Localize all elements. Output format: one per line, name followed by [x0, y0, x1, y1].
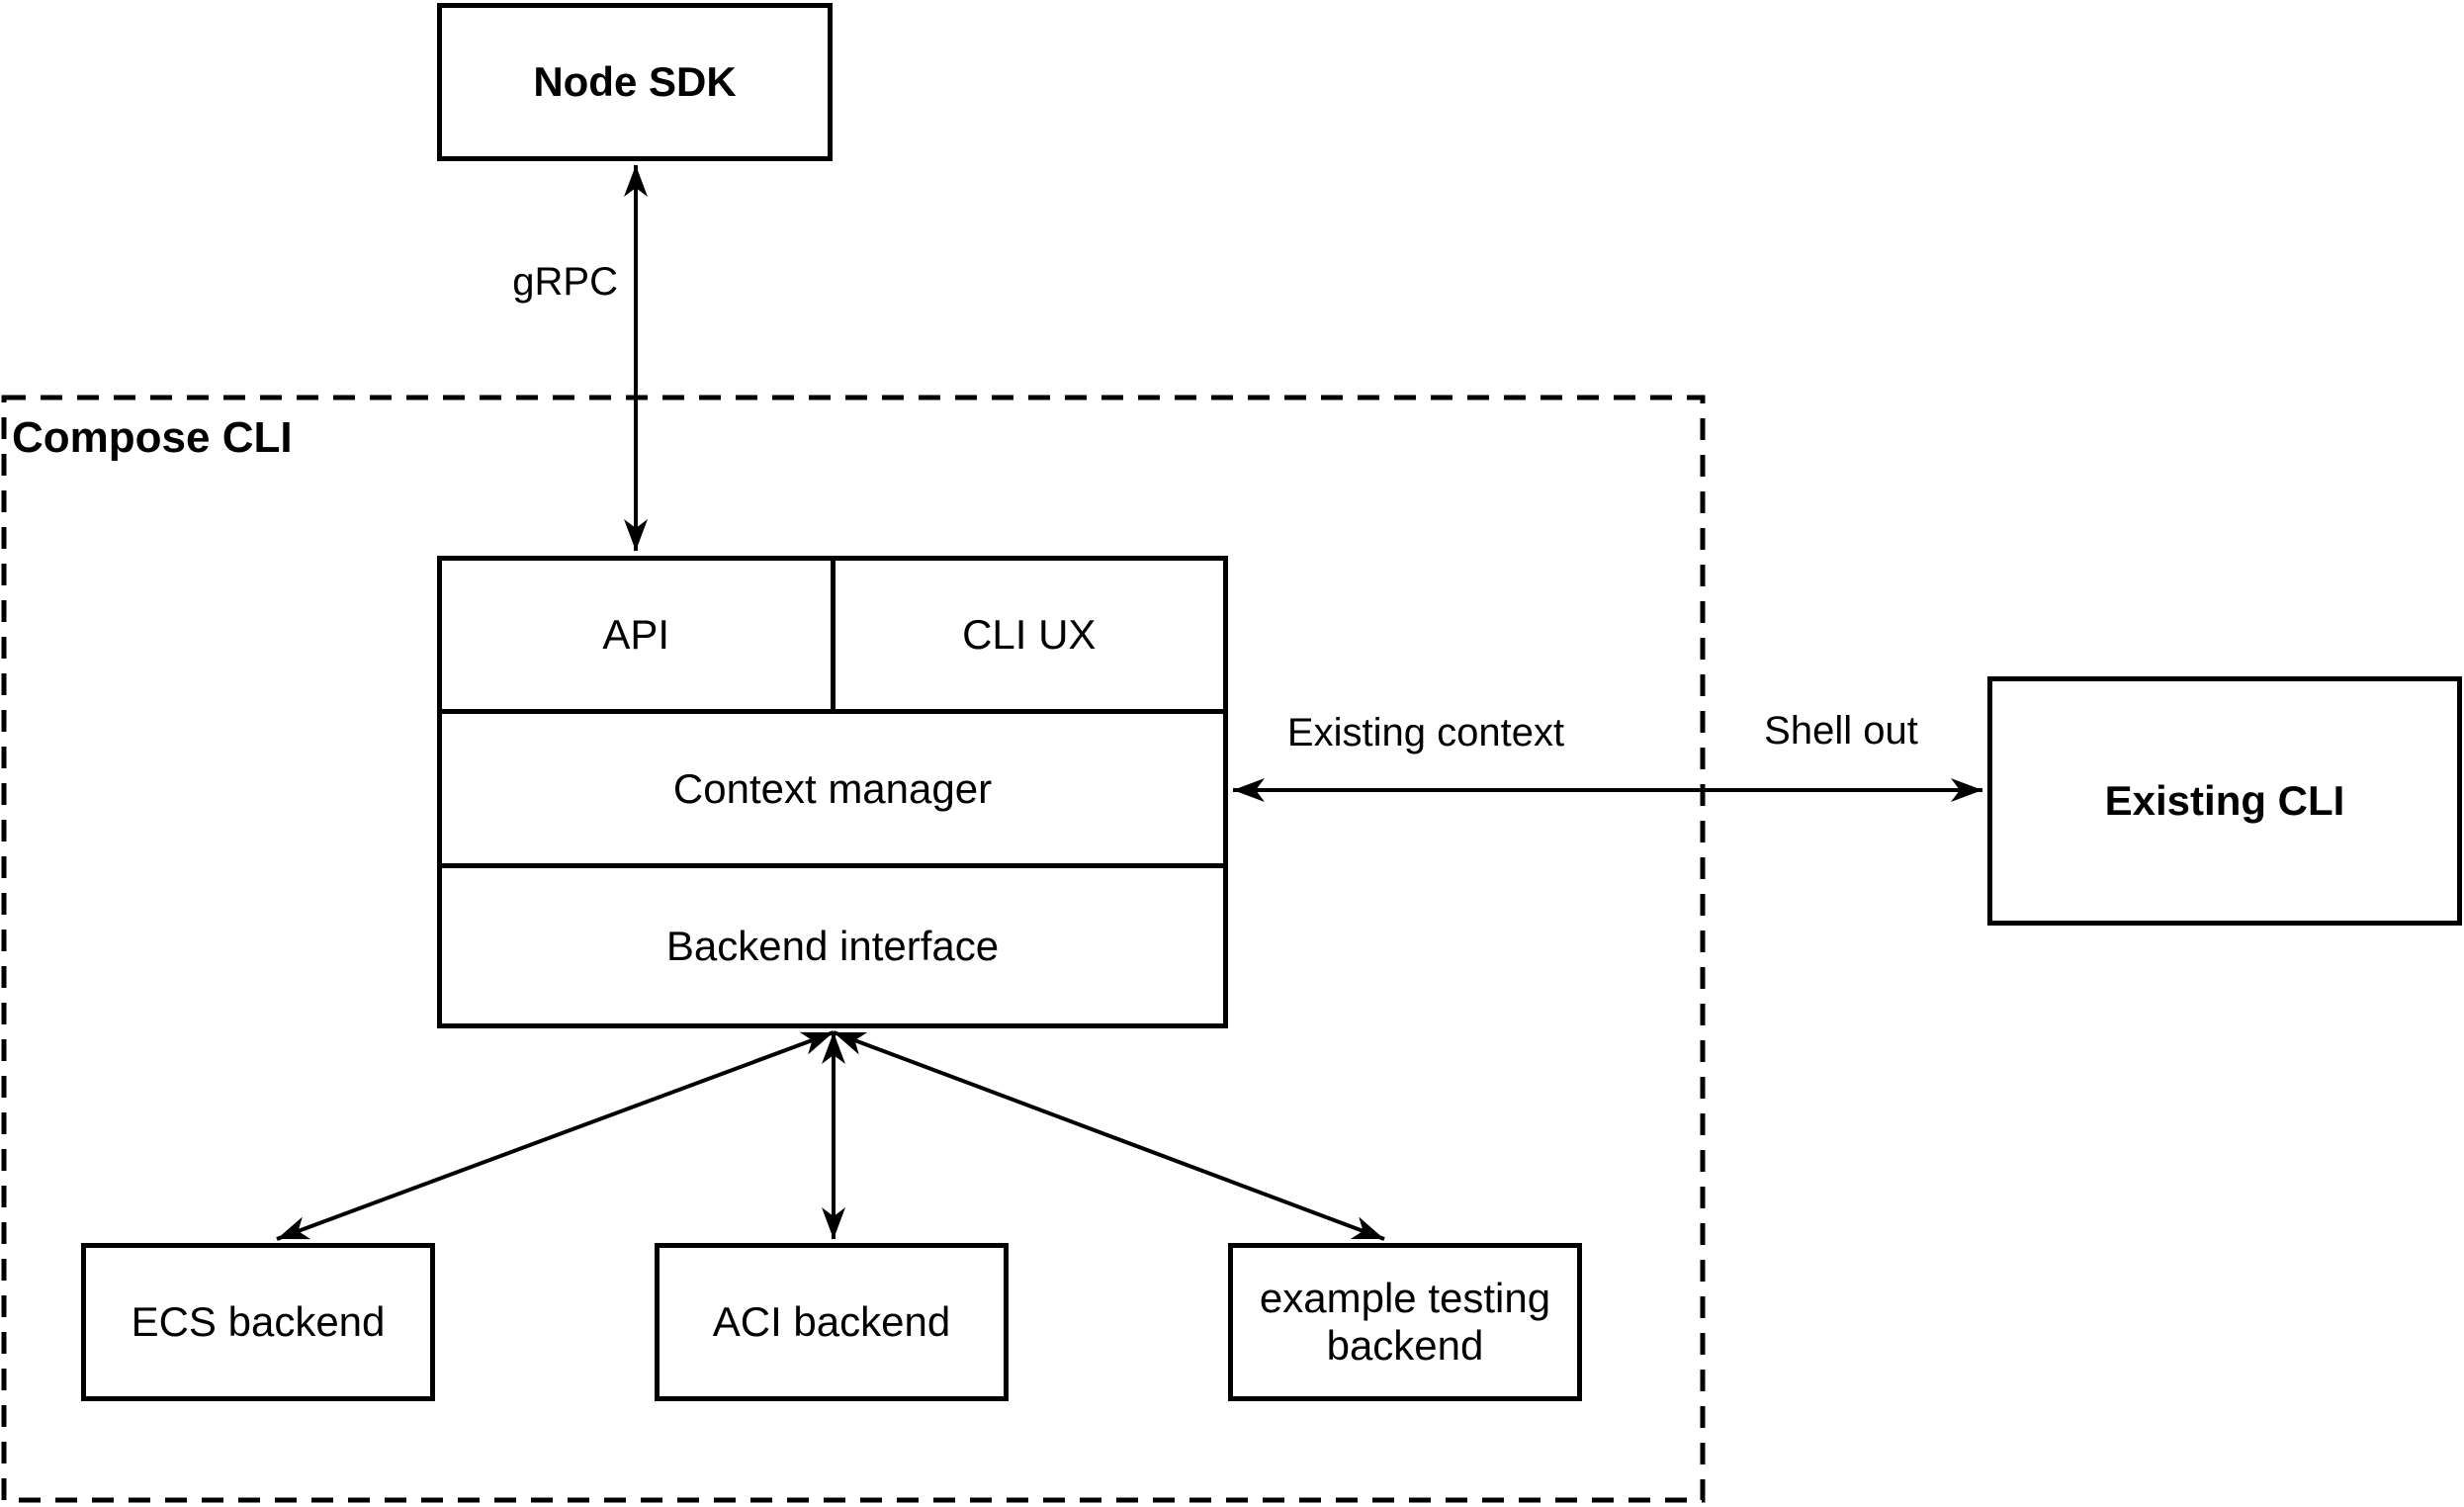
context-manager-cell-inner: Context manager — [442, 714, 1223, 863]
backend-interface-cell: Backend interface — [442, 868, 1223, 1023]
existing-context-edge-label: Existing context — [1286, 711, 1565, 754]
aci-backend-box: ACI backend — [655, 1243, 1009, 1401]
backend-interface-label: Backend interface — [665, 922, 1000, 969]
existing-cli-box: Existing CLI — [1987, 676, 2462, 926]
api-label: API — [602, 611, 670, 658]
backend-interface-cell-inner: Backend interface — [442, 868, 1223, 1023]
shell-out-edge-label: Shell out — [1764, 709, 1918, 753]
backend-to-example-arrow — [833, 1030, 1385, 1241]
stack-row-top: API CLI UX — [442, 561, 1223, 714]
node-sdk-box: Node SDK — [437, 3, 833, 161]
example-testing-backend-box: example testing backend — [1228, 1243, 1582, 1401]
existing-cli-label: Existing CLI — [2104, 776, 2345, 824]
cli-ux-label: CLI UX — [962, 611, 1097, 658]
ecs-backend-box: ECS backend — [81, 1243, 435, 1401]
backend-to-ecs-arrow — [276, 1030, 835, 1241]
grpc-edge-label: gRPC — [512, 260, 618, 304]
cli-ux-cell: CLI UX — [836, 561, 1224, 709]
compose-cli-group-label: Compose CLI — [12, 413, 293, 462]
api-cell: API — [442, 561, 836, 709]
example-testing-backend-label: example testing backend — [1259, 1274, 1551, 1369]
node-sdk-label: Node SDK — [533, 57, 737, 105]
ecs-backend-label: ECS backend — [131, 1297, 386, 1345]
aci-backend-label: ACI backend — [712, 1297, 951, 1345]
compose-cli-stack: API CLI UX Context manager Backend inter… — [437, 556, 1228, 1028]
context-manager-cell: Context manager — [442, 714, 1223, 868]
context-manager-label: Context manager — [672, 764, 993, 812]
